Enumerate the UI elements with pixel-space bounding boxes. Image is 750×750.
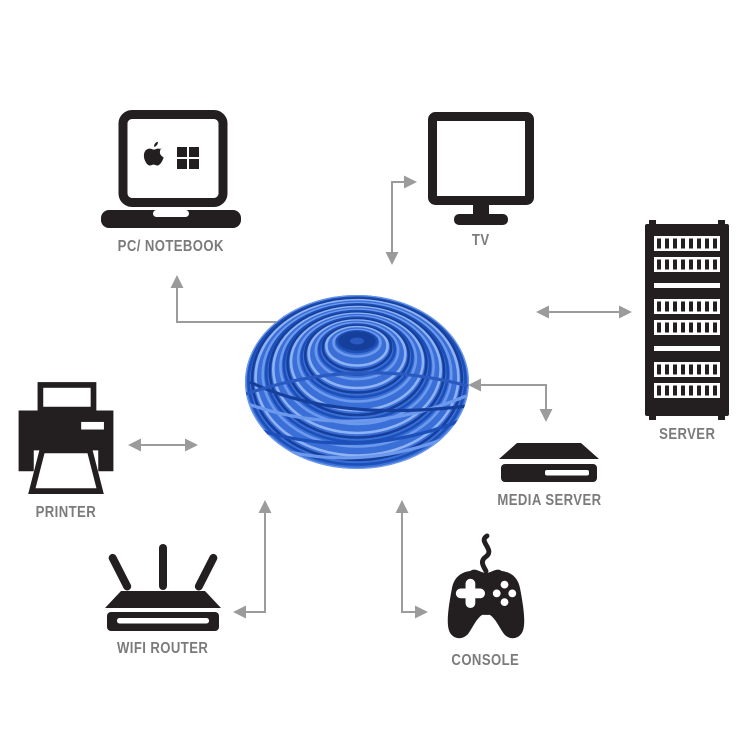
server-rack-icon xyxy=(645,220,729,420)
apple-logo-icon xyxy=(143,141,163,166)
arrow-coil-console xyxy=(395,500,428,619)
arrow-coil-media-server xyxy=(468,378,553,422)
cable-coil-icon xyxy=(245,295,469,469)
node-server: SERVER xyxy=(641,220,733,444)
node-label-tv: TV xyxy=(471,232,490,249)
arrow-coil-wifi-router xyxy=(233,500,272,619)
node-printer: PRINTER xyxy=(8,380,123,522)
node-label-wifi-router: WIFI ROUTER xyxy=(116,640,209,657)
node-label-server: SERVER xyxy=(658,426,716,443)
node-label-console: CONSOLE xyxy=(451,652,520,669)
gamepad-icon xyxy=(447,533,524,639)
cable-coil xyxy=(242,286,472,476)
node-label-media-server: MEDIA SERVER xyxy=(496,492,602,509)
node-tv: TV xyxy=(423,112,538,250)
node-media-server: MEDIA SERVER xyxy=(490,438,608,510)
node-label-pc-notebook: PC/ NOTEBOOK xyxy=(117,238,224,255)
node-label-printer: PRINTER xyxy=(35,504,96,521)
wifi-router-icon xyxy=(104,544,221,631)
node-wifi-router: WIFI ROUTER xyxy=(100,542,225,658)
tv-icon xyxy=(427,112,534,225)
media-server-icon xyxy=(499,443,599,482)
arrow-coil-tv xyxy=(385,175,417,265)
node-pc-notebook: PC/ NOTEBOOK xyxy=(98,110,243,256)
printer-icon xyxy=(18,382,113,494)
windows-logo-icon xyxy=(176,147,199,169)
laptop-icon xyxy=(100,110,241,228)
node-console: CONSOLE xyxy=(438,533,533,670)
